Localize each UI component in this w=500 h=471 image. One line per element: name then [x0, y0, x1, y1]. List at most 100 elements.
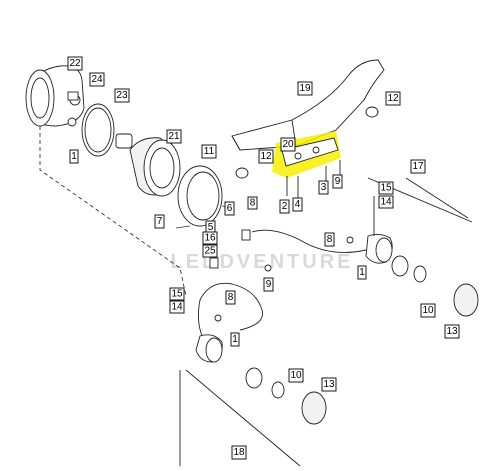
headlight-housing	[25, 65, 85, 127]
callout-label: 18	[233, 447, 245, 458]
callout-box	[169, 287, 185, 301]
callout-12: 12	[258, 149, 274, 164]
watermark: LEDDVENTURE	[170, 251, 353, 273]
callout-18: 18	[231, 445, 247, 460]
callout-19: 19	[297, 81, 313, 96]
callout-box	[324, 232, 335, 247]
callout-label: 8	[250, 198, 256, 209]
callout-label: 20	[282, 139, 294, 150]
callout-label: 1	[232, 334, 238, 345]
callout-label: 25	[204, 246, 216, 257]
callout-box	[225, 290, 236, 305]
headlight-bezel	[177, 165, 223, 227]
callout-label: 8	[228, 292, 234, 303]
callout-label: 10	[422, 305, 434, 316]
callout-box	[279, 199, 290, 214]
callout-box	[67, 56, 83, 71]
callout-label: 1	[71, 151, 77, 162]
callout-box	[230, 332, 240, 347]
callout-box	[378, 195, 394, 209]
callout-box	[263, 277, 274, 292]
callout-13: 13	[444, 324, 460, 339]
callout-box	[385, 91, 401, 106]
callout-box	[280, 137, 296, 152]
callout-9: 9	[263, 277, 274, 292]
callout-box	[321, 377, 337, 392]
callout-6: 6	[224, 201, 235, 216]
callout-box	[69, 149, 79, 164]
callout-label: 14	[380, 197, 392, 208]
callout-label: 1	[359, 267, 365, 278]
highlighted-bracket	[281, 137, 339, 167]
callout-label: 14	[171, 302, 183, 313]
callout-14: 14	[378, 195, 394, 209]
callout-4: 4	[292, 197, 303, 212]
callout-label: 23	[116, 90, 128, 101]
callout-8: 8	[324, 232, 335, 247]
callout-15: 15	[378, 181, 394, 195]
callout-3: 3	[318, 180, 329, 195]
callout-20: 20	[280, 137, 296, 152]
callout-box	[169, 300, 185, 314]
callout-box	[201, 144, 217, 159]
callout-14: 14	[169, 300, 185, 314]
callout-label: 5	[208, 222, 214, 233]
callout-box	[288, 368, 304, 383]
callout-label: 9	[266, 279, 272, 290]
callout-10: 10	[288, 368, 304, 383]
callout-1: 1	[230, 332, 240, 347]
callout-box	[231, 445, 247, 460]
callout-label: 15	[171, 289, 183, 300]
callout-10: 10	[420, 303, 436, 318]
callout-label: 24	[91, 74, 103, 85]
callout-label: 19	[299, 83, 311, 94]
callout-7: 7	[154, 214, 165, 229]
callout-label: 12	[260, 151, 272, 162]
callout-label: 6	[227, 203, 233, 214]
callout-box	[378, 181, 394, 195]
callout-box	[114, 88, 130, 103]
callout-23: 23	[114, 88, 130, 103]
callout-25: 25	[202, 244, 218, 258]
callout-label: 16	[204, 233, 216, 244]
callout-label: 4	[295, 199, 301, 210]
callout-group: 22 24 23 1 21 11 19 12 20 12 2 4 3 9 17 …	[67, 56, 460, 460]
callout-box	[332, 174, 343, 189]
callout-box	[297, 81, 313, 96]
callout-label: 15	[380, 183, 392, 194]
right-turn-signal	[365, 233, 479, 317]
callout-16: 16	[202, 231, 218, 245]
callout-label: 17	[412, 161, 424, 172]
callout-box	[89, 72, 105, 87]
callout-box	[202, 231, 218, 245]
callout-box	[202, 244, 218, 258]
callout-box	[318, 180, 329, 195]
callout-label: 2	[282, 201, 288, 212]
callout-label: 7	[157, 216, 163, 227]
left-turn-signal	[195, 334, 327, 425]
callout-box	[292, 197, 303, 212]
callout-label: 9	[335, 176, 341, 187]
headlamp-unit	[115, 133, 181, 197]
callout-box	[224, 201, 235, 216]
callout-label: 3	[321, 182, 327, 193]
callout-label: 22	[69, 58, 81, 69]
callout-1: 1	[357, 265, 367, 280]
callout-11: 11	[201, 144, 217, 159]
callout-box	[258, 149, 274, 164]
callout-box	[444, 324, 460, 339]
callout-label: 13	[323, 379, 335, 390]
callout-2: 2	[279, 199, 290, 214]
mounting-bracket	[231, 59, 385, 179]
callout-box	[357, 265, 367, 280]
callout-label: 8	[327, 234, 333, 245]
callout-13: 13	[321, 377, 337, 392]
callout-box	[420, 303, 436, 318]
callout-8: 8	[225, 290, 236, 305]
callout-label: 10	[290, 370, 302, 381]
callout-1: 1	[69, 149, 79, 164]
callout-24: 24	[89, 72, 105, 87]
callout-12: 12	[385, 91, 401, 106]
callout-box	[247, 196, 258, 210]
